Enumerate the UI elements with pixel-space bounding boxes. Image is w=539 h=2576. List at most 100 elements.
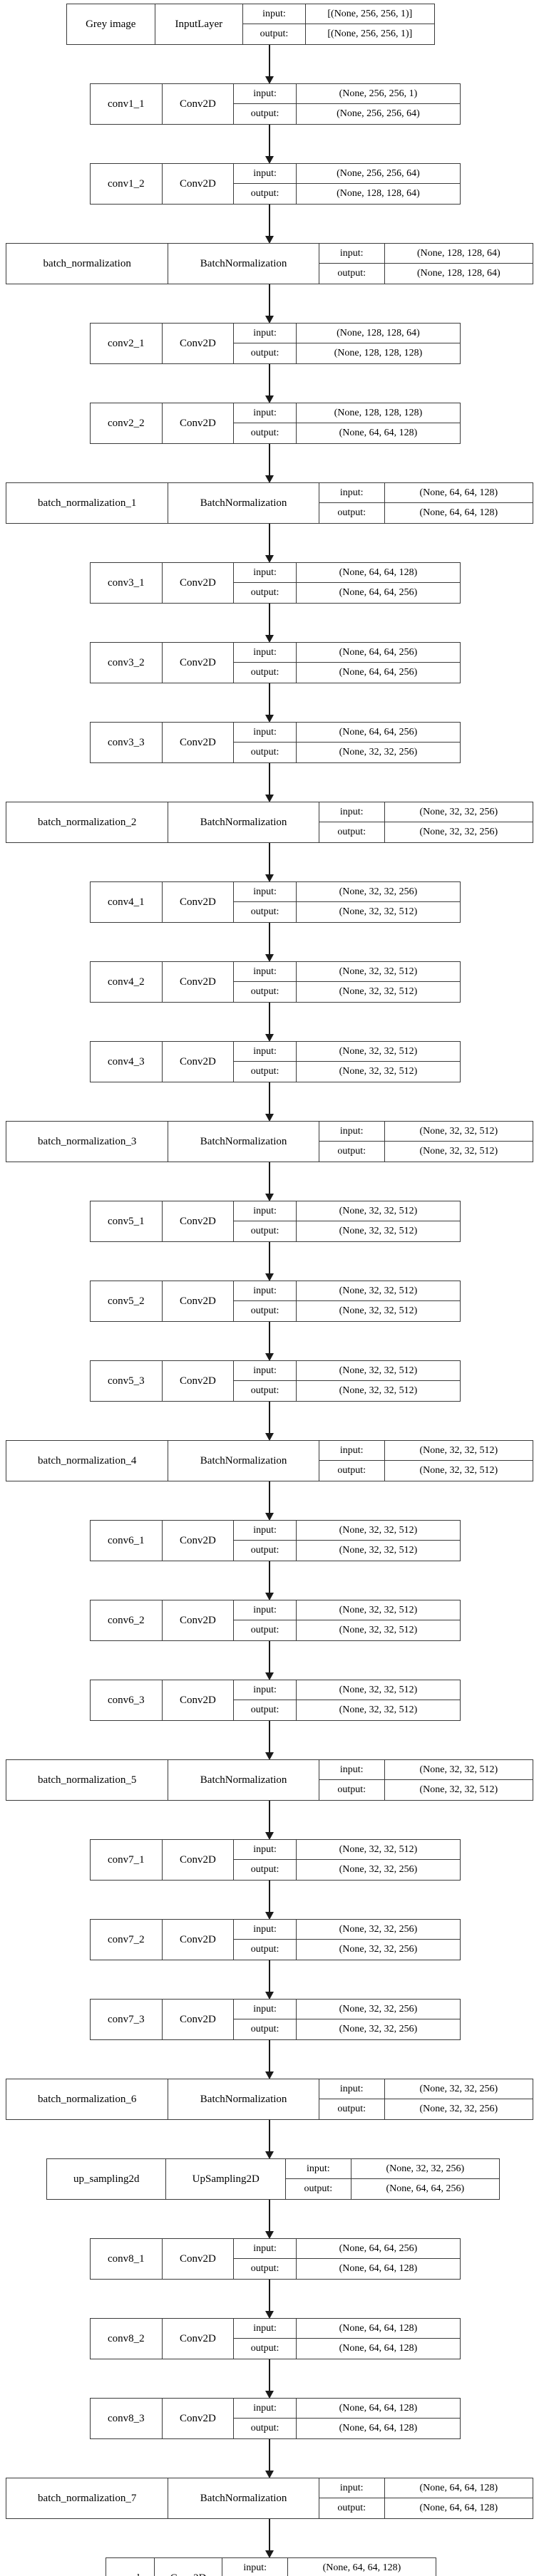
layer-name: conv6_2 [91, 1600, 163, 1640]
io-labels: input:output: [234, 882, 297, 922]
output-shape: (None, 32, 32, 512) [339, 1226, 418, 1236]
input-label: input: [285, 2159, 351, 2179]
connector-edge [269, 843, 270, 875]
io-shapes: (None, 32, 32, 512) (None, 32, 32, 512) [384, 1441, 533, 1481]
layer-name: conv4_2 [91, 962, 163, 1002]
arrowhead-icon [265, 1194, 274, 1201]
layer-name: conv4_1 [91, 882, 163, 922]
output-shape: (None, 32, 32, 512) [339, 1385, 418, 1396]
layer-type: Conv2D [163, 962, 235, 1002]
output-shape: (None, 32, 32, 512) [339, 1545, 418, 1556]
io-shapes: (None, 256, 256, 1)(None, 256, 256, 64) [296, 84, 460, 124]
arrowhead-icon [265, 1273, 274, 1281]
io-shapes: [(None, 256, 256, 1)][(None, 256, 256, 1… [305, 4, 434, 44]
output-shape: (None, 32, 32, 512) [419, 1465, 498, 1476]
connector-edge [269, 1162, 270, 1194]
layer-name: conv3_2 [91, 643, 163, 683]
input-shape: (None, 128, 128, 64) [296, 324, 460, 343]
input-label: input: [234, 2239, 296, 2259]
io-shapes: (None, 64, 64, 128)(None, 64, 64, 256) [296, 563, 460, 603]
io-shapes: (None, 64, 64, 128)(None, 64, 64, 128) [384, 2478, 533, 2518]
io-labels: input:output: [243, 4, 306, 44]
output-shape: (None, 32, 32, 512) [419, 1146, 498, 1157]
input-shape: (None, 32, 32, 512) [296, 1600, 460, 1620]
input-label: input: [319, 1760, 384, 1780]
output-shape: (None, 32, 32, 512) [339, 906, 418, 917]
layer-type: Conv2D [163, 2319, 235, 2359]
output-label: output: [250, 1385, 279, 1396]
arrowhead-icon [265, 2550, 274, 2558]
io-labels: input:output: [234, 2399, 297, 2438]
io-labels: input:output: [234, 1600, 297, 1640]
connector-edge [269, 2439, 270, 2471]
io-labels: input:output: [319, 1760, 385, 1800]
input-shape: (None, 256, 256, 1) [296, 84, 460, 104]
io-labels: input:output: [222, 2558, 288, 2576]
layer-type: Conv2D [163, 1201, 235, 1241]
layer-type: BatchNormalization [168, 2079, 319, 2119]
input-shape: (None, 32, 32, 512) [296, 1201, 460, 1221]
arrowhead-icon [265, 954, 274, 962]
io-shapes: (None, 32, 32, 512)(None, 32, 32, 256) [296, 1840, 460, 1880]
io-shapes: (None, 128, 128, 128)(None, 64, 64, 128) [296, 403, 460, 443]
layer-name: conv7_3 [91, 2000, 163, 2039]
io-shapes: (None, 32, 32, 256)(None, 32, 32, 256) [296, 1920, 460, 1960]
arrowhead-icon [265, 635, 274, 643]
io-labels: input:output: [234, 1361, 297, 1401]
arrowhead-icon [265, 475, 274, 483]
input-shape: (None, 64, 64, 256) [296, 723, 460, 743]
input-shape: (None, 32, 32, 512) [384, 1441, 533, 1461]
output-label: output: [250, 2343, 279, 2354]
io-shapes: (None, 64, 64, 256)(None, 32, 32, 256) [296, 723, 460, 762]
input-shape: (None, 32, 32, 512) [296, 1281, 460, 1301]
arrowhead-icon [265, 1752, 274, 1760]
arrowhead-icon [265, 1912, 274, 1920]
layer-node[interactable]: predConv2Dinput:output:(None, 64, 64, 12… [106, 2557, 436, 2576]
io-shapes: (None, 64, 64, 128)(None, 64, 64, 128) [296, 2399, 460, 2438]
layer-type: Conv2D [163, 84, 235, 124]
input-shape: (None, 128, 128, 128) [296, 403, 460, 423]
layer-type: Conv2D [163, 403, 235, 443]
output-label: output: [250, 2024, 279, 2034]
input-shape: (None, 32, 32, 256) [384, 802, 533, 822]
layer-type: Conv2D [163, 1680, 235, 1720]
layer-name: conv5_3 [91, 1361, 163, 1401]
input-shape: (None, 32, 32, 256) [296, 1920, 460, 1940]
io-labels: input:output: [234, 1521, 297, 1561]
io-shapes: (None, 64, 64, 128)(None, 64, 64, 313) [288, 2558, 436, 2576]
arrowhead-icon [265, 2071, 274, 2079]
io-labels: input:output: [319, 1122, 385, 1162]
